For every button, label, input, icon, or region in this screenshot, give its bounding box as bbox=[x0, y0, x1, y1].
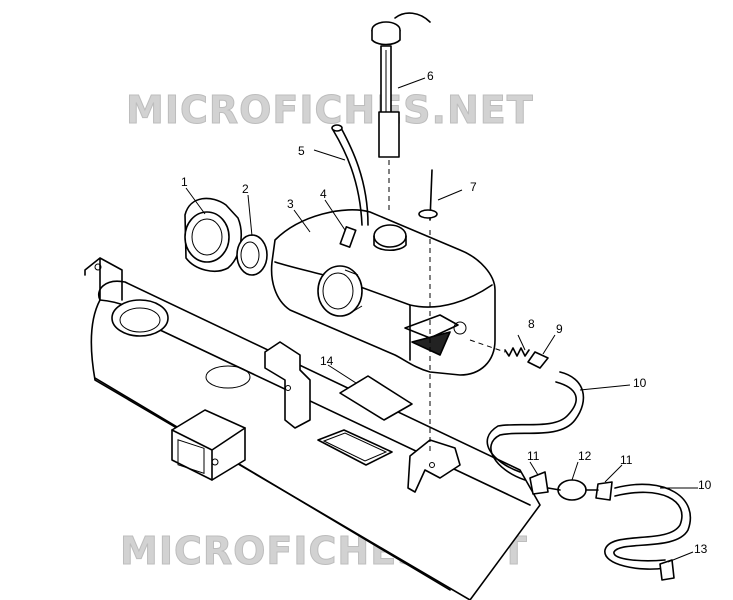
fuel-sending-unit bbox=[371, 12, 431, 210]
callout-10-upper: 10 bbox=[633, 376, 647, 390]
outlet-guide-line bbox=[469, 339, 506, 353]
callout-6: 6 bbox=[427, 69, 434, 83]
callout-12: 12 bbox=[578, 449, 592, 463]
rubber-pad bbox=[339, 375, 413, 421]
callout-8: 8 bbox=[528, 317, 535, 331]
gas-cap bbox=[184, 197, 242, 272]
filler-gasket bbox=[236, 234, 268, 276]
fuel-hose-upper bbox=[486, 371, 585, 481]
outlet-spring bbox=[504, 347, 530, 357]
callout-3: 3 bbox=[287, 197, 294, 211]
callout-11-right: 11 bbox=[620, 453, 633, 467]
callout-1: 1 bbox=[181, 175, 188, 189]
vent-hose bbox=[331, 124, 369, 226]
hose-clamp-11-right bbox=[595, 481, 613, 501]
callout-10-lower: 10 bbox=[698, 478, 712, 492]
callout-5: 5 bbox=[298, 144, 305, 158]
frame-rail bbox=[84, 257, 541, 600]
hose-clamp-9 bbox=[527, 351, 549, 369]
callout-14: 14 bbox=[320, 354, 334, 368]
callout-7: 7 bbox=[470, 180, 477, 194]
leader-lines bbox=[185, 77, 698, 563]
fuel-tank bbox=[270, 209, 496, 376]
vent-fitting bbox=[418, 169, 438, 221]
fuel-filter bbox=[547, 479, 599, 501]
hose-clamp-11-left bbox=[529, 471, 549, 495]
watermark-top: MICROFICHES.NET bbox=[126, 88, 534, 132]
vent-valve bbox=[339, 226, 357, 248]
callout-9: 9 bbox=[556, 322, 563, 336]
callout-11-left: 11 bbox=[527, 449, 540, 463]
hose-clamp-13 bbox=[659, 559, 675, 581]
fuel-hose-lower bbox=[604, 483, 692, 570]
callout-2: 2 bbox=[242, 182, 249, 196]
callout-13: 13 bbox=[694, 542, 708, 556]
callout-4: 4 bbox=[320, 187, 327, 201]
